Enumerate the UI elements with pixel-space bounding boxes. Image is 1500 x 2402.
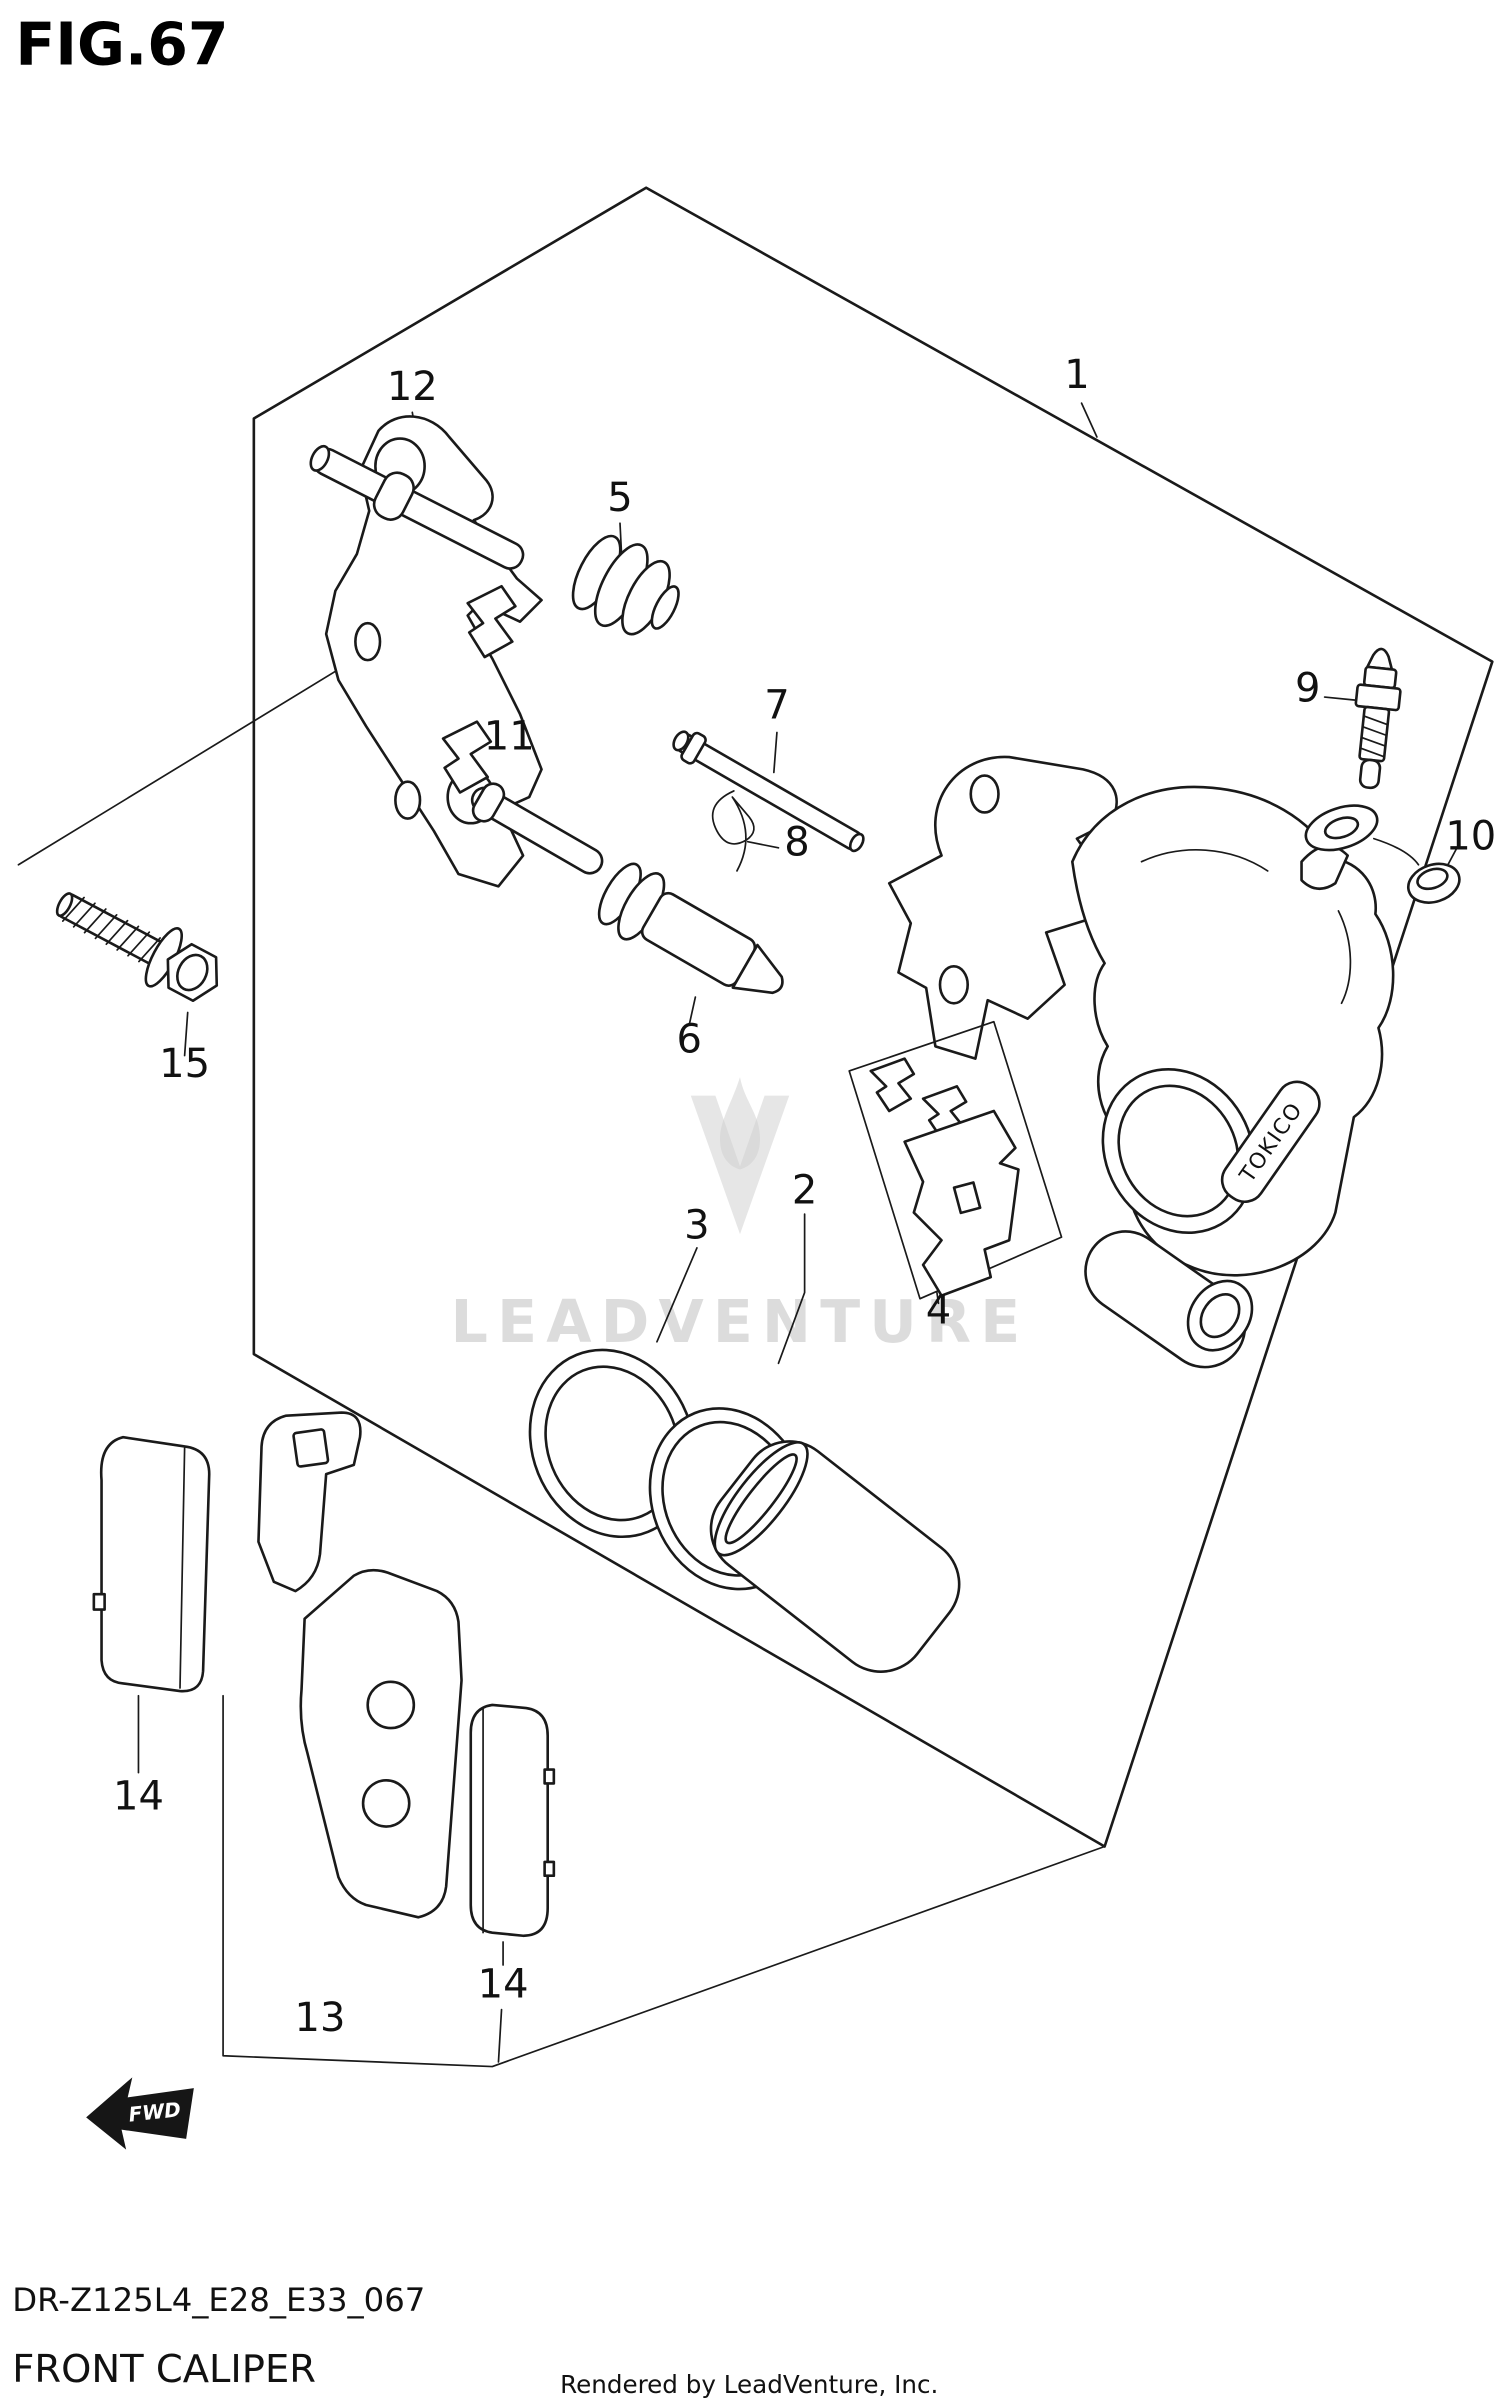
caliper-piston (709, 1440, 961, 1673)
spring-group-box (848, 1020, 1063, 1300)
watermark-logo-icon (690, 1095, 790, 1235)
bracket-slide-pin (470, 782, 604, 875)
part-label-8: 8 (784, 820, 809, 866)
brake-pad-left-14 (92, 1435, 211, 1693)
mounting-bolt-15 (55, 892, 219, 1003)
fwd-label: FWD (127, 2097, 182, 2126)
boot-5 (571, 534, 680, 636)
part-label-13: 13 (295, 1995, 346, 2041)
part-labels: 1 12 5 9 7 11 8 10 15 6 2 3 4 14 13 14 (113, 352, 1496, 2041)
bracket-plate (324, 415, 543, 888)
part-label-14-right: 14 (478, 1961, 529, 2007)
pad-shield-13 (299, 1568, 463, 1919)
part-label-1: 1 (1064, 352, 1089, 398)
brake-pad-right-14 (469, 1703, 556, 1938)
pad-pin-7 (672, 730, 865, 853)
watermark-text: LEADVENTURE (451, 1288, 1030, 1356)
pad-hanger-plate (257, 1411, 362, 1593)
footer-figure-name: FRONT CALIPER (12, 2347, 316, 2392)
caliper-body: TOKICO (887, 755, 1395, 1369)
part-label-7: 7 (764, 683, 789, 729)
boundary-outline (252, 186, 1494, 1848)
part-label-6: 6 (677, 1017, 702, 1063)
slide-pin-12 (309, 444, 525, 570)
part-label-15: 15 (159, 1041, 210, 1087)
pad-spring-clips-11 (441, 584, 517, 794)
boot-6 (597, 862, 784, 995)
figure-number: FIG.67 (15, 11, 228, 79)
footer: DR-Z125L4_E28_E33_067 FRONT CALIPER Rend… (12, 2281, 938, 2399)
part-label-11: 11 (484, 713, 535, 759)
watermark-flame-icon (720, 1077, 760, 1170)
part-label-3: 3 (684, 1203, 709, 1249)
bracket-hole-lower (394, 780, 422, 820)
part-label-14-left: 14 (113, 1774, 164, 1820)
footer-part-code: DR-Z125L4_E28_E33_067 (12, 2281, 425, 2319)
part-label-5: 5 (607, 475, 632, 521)
part-label-9: 9 (1295, 666, 1320, 712)
hose-boss (1084, 1230, 1254, 1369)
footer-credit: Rendered by LeadVenture, Inc. (560, 2370, 938, 2399)
part-label-2: 2 (792, 1167, 817, 1213)
part-label-10: 10 (1445, 813, 1496, 859)
pin-clip-8 (711, 790, 755, 872)
pad-spring-4 (848, 1020, 1063, 1300)
bleeder-valve-9 (1354, 647, 1402, 790)
fwd-arrow-icon: FWD (86, 2077, 194, 2150)
watermark: LEADVENTURE (451, 1077, 1030, 1356)
bracket-hole-upper (354, 621, 382, 662)
part-label-12: 12 (387, 364, 438, 410)
part-label-4: 4 (926, 1287, 951, 1333)
bleeder-cap-10 (1304, 804, 1461, 904)
left-assembly-leader (17, 642, 383, 866)
